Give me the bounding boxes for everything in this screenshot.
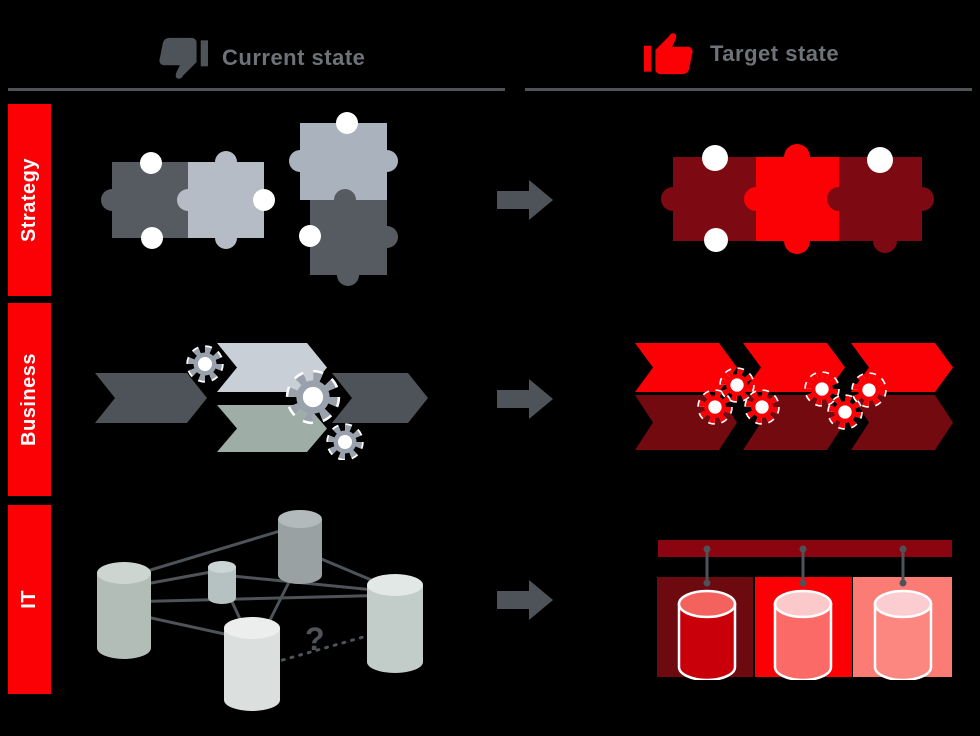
question-mark: ?: [305, 621, 325, 657]
database-cylinder-icon: [97, 562, 151, 659]
target-state-label: Target state: [710, 41, 840, 66]
process-chevron-icon: [851, 395, 953, 450]
connector-dot: [704, 228, 728, 252]
business-target-illustration: [635, 343, 953, 450]
database-cylinder-icon: [367, 574, 423, 673]
process-chevron-icon: [332, 373, 428, 423]
target-state-divider: [525, 88, 972, 91]
sidebar-item-business: Business: [8, 303, 51, 496]
database-cylinder-icon: [773, 589, 833, 680]
connector-dot: [140, 152, 162, 174]
connector-dot: [867, 147, 893, 173]
gear-icon: [331, 428, 359, 456]
target-state-header: Target state: [644, 30, 839, 78]
process-chevron-icon: [635, 343, 737, 392]
strategy-label: Strategy: [18, 157, 40, 243]
puzzle-piece-light: [177, 151, 264, 249]
current-state-header: Current state: [156, 34, 365, 82]
thumbs-up-icon: [644, 33, 693, 75]
arrow-right-icon: [497, 379, 553, 419]
strategy-current-illustration: [101, 112, 398, 286]
arrow-right-icon: [497, 180, 553, 220]
current-state-divider: [8, 88, 505, 91]
puzzle-piece-dark-red: [661, 157, 756, 241]
connector-dot: [253, 189, 275, 211]
database-cylinder-icon: [278, 510, 322, 584]
arrow-right-icon: [497, 580, 553, 620]
puzzle-piece-dark: [310, 189, 398, 286]
database-cylinder-icon: [224, 617, 280, 711]
business-label: Business: [18, 353, 40, 446]
database-cylinder-icon: [873, 589, 933, 680]
connector-dot: [141, 227, 163, 249]
current-state-label: Current state: [222, 45, 366, 70]
business-current-illustration: [95, 343, 428, 460]
gear-icon: [191, 350, 219, 378]
process-chevron-icon: [851, 343, 953, 392]
process-chevron-icon: [217, 405, 327, 452]
database-cylinder-icon: [677, 589, 737, 680]
puzzle-piece-red: [744, 144, 839, 254]
connector-dot: [336, 112, 358, 134]
it-current-illustration: ?: [97, 510, 423, 711]
sidebar-item-strategy: Strategy: [8, 104, 51, 296]
bus-connectors: [703, 545, 907, 587]
it-target-illustration: [657, 540, 952, 680]
it-label: IT: [18, 590, 40, 609]
database-cylinder-icon: [208, 561, 236, 604]
strategy-target-illustration: [661, 144, 934, 254]
thumbs-down-icon: [159, 37, 208, 79]
connector-dot: [702, 145, 728, 171]
puzzle-piece-light: [289, 123, 398, 200]
sidebar-item-it: IT: [8, 505, 51, 694]
process-chevron-icon: [95, 373, 207, 423]
puzzle-piece-dark: [101, 162, 188, 238]
connector-dot: [299, 225, 321, 247]
